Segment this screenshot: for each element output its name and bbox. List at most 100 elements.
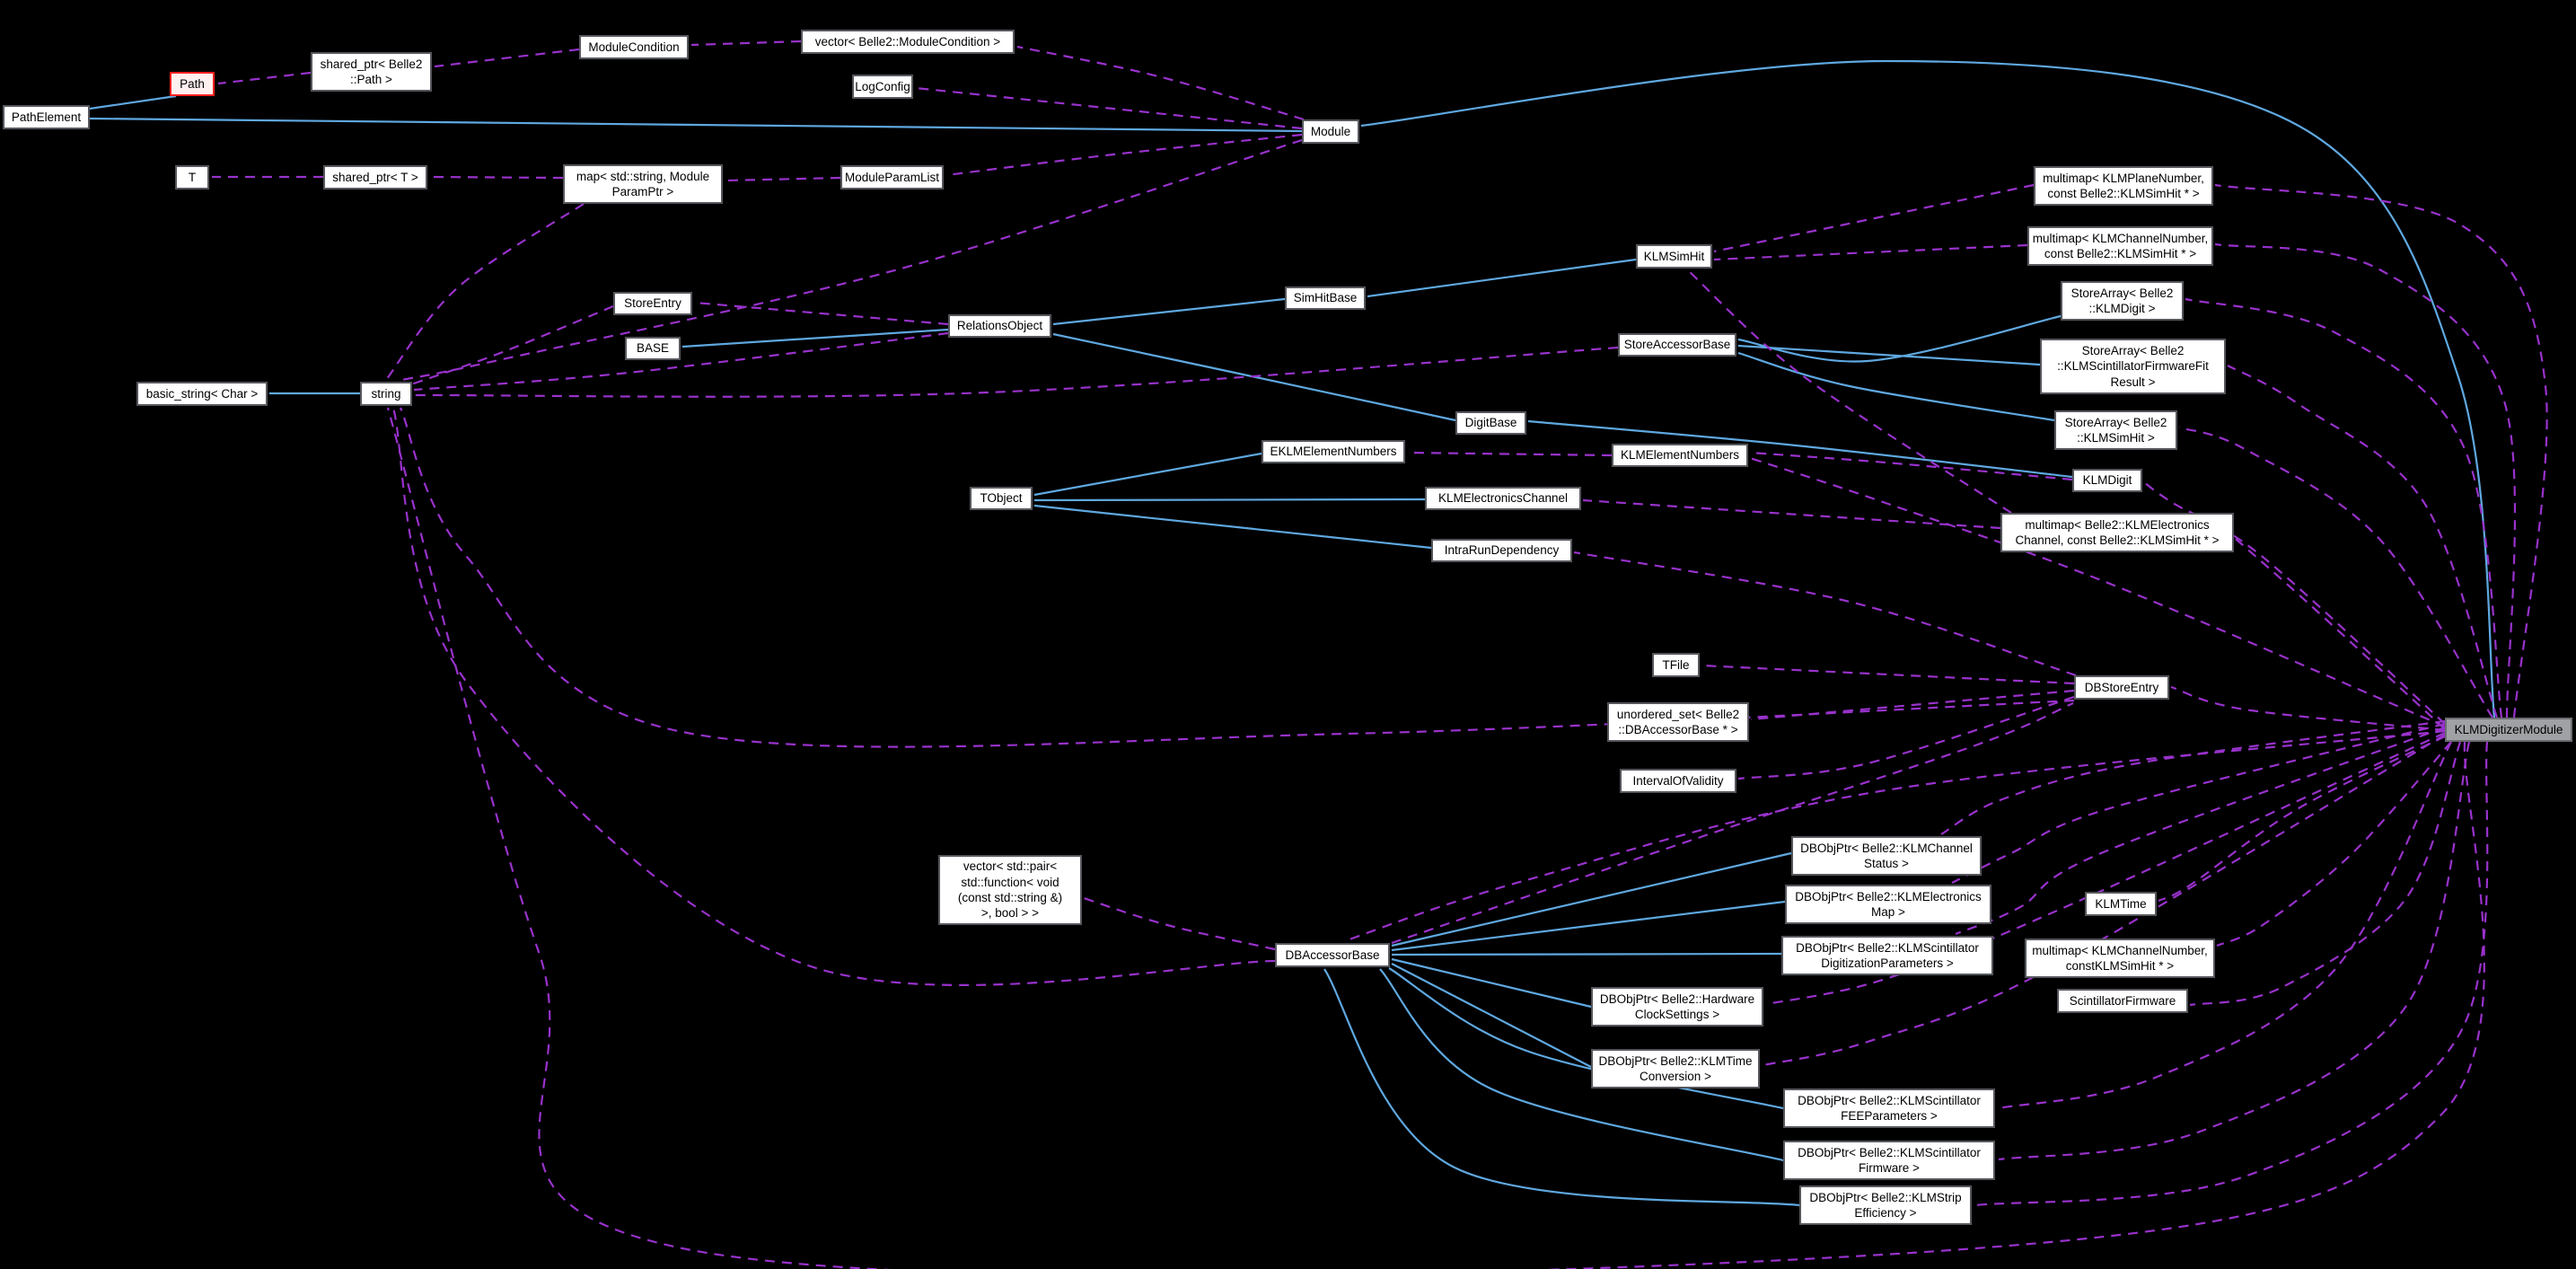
node-label: unordered_set< Belle2 ::DBAccessorBase *…	[1616, 707, 1740, 736]
node-tobject[interactable]: TObject	[970, 487, 1033, 510]
node-digitbase[interactable]: DigitBase	[1455, 411, 1526, 435]
node-storearray-klmdigit[interactable]: StoreArray< Belle2 ::KLMDigit >	[2061, 281, 2184, 321]
node-label: map< std::string, Module ParamPtr >	[576, 169, 710, 198]
node-klmdigit[interactable]: KLMDigit	[2072, 469, 2142, 492]
node-dbstoreentry[interactable]: DBStoreEntry	[2074, 675, 2169, 700]
node-label: KLMDigit	[2082, 473, 2132, 488]
node-dbaccessorbase[interactable]: DBAccessorBase	[1275, 943, 1390, 967]
node-label: KLMElementNumbers	[1620, 448, 1740, 463]
node-label: DBObjPtr< Belle2::KLMScintillator FEEPar…	[1798, 1093, 1981, 1123]
node-label: ModuleParamList	[844, 170, 940, 184]
node-path[interactable]: Path	[170, 72, 215, 96]
node-dbobjptr-klmscintfee[interactable]: DBObjPtr< Belle2::KLMScintillator FEEPar…	[1783, 1088, 1995, 1128]
node-dbobjptr-klmtimeconversion[interactable]: DBObjPtr< Belle2::KLMTime Conversion >	[1591, 1049, 1760, 1088]
node-label: ScintillatorFirmware	[2069, 993, 2176, 1008]
node-dbobjptr-klmscintdigiparams[interactable]: DBObjPtr< Belle2::KLMScintillator Digiti…	[1781, 936, 1993, 975]
node-klmtime[interactable]: KLMTime	[2085, 892, 2157, 916]
node-vector-modulecondition[interactable]: vector< Belle2::ModuleCondition >	[801, 30, 1015, 54]
node-storeaccessorbase[interactable]: StoreAccessorBase	[1618, 333, 1736, 357]
edge-storearray-klmdigit-storeaccessorbase	[1737, 314, 2062, 363]
edge-eklmelementnumbers-tobject	[1033, 452, 1262, 497]
edge-klmdigitizermodule-klmelementnumbers	[1749, 456, 2446, 728]
edge-dbstoreentry-intervalofvalidity	[1737, 695, 2075, 780]
node-intervalofvalidity[interactable]: IntervalOfValidity	[1620, 769, 1736, 793]
node-logconfig[interactable]: LogConfig	[852, 75, 913, 99]
edge-klmdigitizermodule-dbobjptr-klmscintfee	[1998, 741, 2452, 1110]
node-multimap-electronics[interactable]: multimap< Belle2::KLMElectronics Channel…	[2000, 513, 2234, 552]
edge-map-moduleparamptr-string	[385, 203, 585, 381]
edge-klmdigitizermodule-string	[386, 407, 2485, 1269]
edge-klmdigitizermodule-multimap-channel-const	[2216, 741, 2452, 947]
edge-klmdigitizermodule-dbstoreentry	[2170, 685, 2446, 732]
node-base[interactable]: BASE	[625, 337, 681, 360]
node-modulecondition[interactable]: ModuleCondition	[579, 35, 689, 59]
node-sp-t[interactable]: shared_ptr< T >	[323, 165, 427, 189]
edge-klmdigitizermodule-module	[1360, 59, 2496, 718]
node-label: SimHitBase	[1293, 291, 1358, 305]
node-klmelectronicschannel[interactable]: KLMElectronicsChannel	[1425, 487, 1581, 510]
node-dbobjptr-hardwareclock[interactable]: DBObjPtr< Belle2::Hardware ClockSettings…	[1591, 987, 1763, 1027]
node-multimap-channel-const[interactable]: multimap< KLMChannelNumber, constKLMSimH…	[2025, 939, 2215, 978]
edge-klmdigitizermodule-dbobjptr-klmscintfirmware	[1998, 741, 2471, 1161]
node-label: shared_ptr< T >	[332, 170, 418, 184]
node-eklmelementnumbers[interactable]: EKLMElementNumbers	[1262, 440, 1405, 463]
node-label: DBObjPtr< Belle2::KLMScintillator Firmwa…	[1798, 1145, 1981, 1175]
node-multimap-plane[interactable]: multimap< KLMPlaneNumber, const Belle2::…	[2034, 166, 2213, 206]
edge-vector-modulecondition-modulecondition	[690, 40, 802, 47]
node-simhitbase[interactable]: SimHitBase	[1285, 286, 1366, 310]
node-relationsobject[interactable]: RelationsObject	[948, 314, 1051, 338]
node-dbobjptr-klmelectronicsmap[interactable]: DBObjPtr< Belle2::KLMElectronics Map >	[1785, 885, 1991, 924]
node-t[interactable]: T	[175, 165, 209, 189]
node-tfile[interactable]: TFile	[1652, 653, 1700, 677]
node-scintillatorfirmware[interactable]: ScintillatorFirmware	[2057, 989, 2188, 1013]
edge-storearray-firmwarefit-storeaccessorbase	[1737, 344, 2041, 366]
node-dbobjptr-klmscintfirmware[interactable]: DBObjPtr< Belle2::KLMScintillator Firmwa…	[1783, 1141, 1995, 1180]
node-multimap-channel[interactable]: multimap< KLMChannelNumber, const Belle2…	[2027, 226, 2213, 266]
node-vector-pair-function[interactable]: vector< std::pair< std::function< void (…	[938, 855, 1082, 925]
node-intrarundependency[interactable]: IntraRunDependency	[1431, 539, 1572, 562]
edge-module-moduleparamlist	[945, 133, 1303, 177]
node-label: LogConfig	[855, 79, 910, 93]
edge-klmdigit-klmelementnumbers	[1749, 451, 2073, 481]
edge-path-pathelement	[89, 94, 177, 110]
edge-module-vector-modulecondition	[1016, 45, 1305, 121]
edge-klmdigitizermodule-dbobjptr-klmscintdigiparams	[1955, 726, 2446, 936]
edge-klmdigitizermodule-multimap-channel	[2214, 242, 2517, 718]
edge-klmdigitizermodule-storearray-klmdigit	[2185, 297, 2503, 718]
node-klmdigitizermodule[interactable]: KLMDigitizerModule	[2445, 718, 2572, 742]
node-module[interactable]: Module	[1302, 119, 1359, 144]
node-storearray-klmsimhit[interactable]: StoreArray< Belle2 ::KLMSimHit >	[2054, 410, 2177, 450]
node-string[interactable]: string	[360, 382, 412, 406]
edge-klmelectronicschannel-tobject	[1033, 498, 1426, 502]
edge-dbobjptr-hardwareclock-dbaccessorbase	[1391, 957, 1592, 1009]
edge-storeaccessorbase-string	[413, 346, 1619, 398]
node-sp-path[interactable]: shared_ptr< Belle2 ::Path >	[311, 52, 432, 92]
node-moduleparamlist[interactable]: ModuleParamList	[840, 165, 944, 189]
node-label: PathElement	[11, 110, 82, 124]
edge-dbstoreentry-tfile	[1701, 664, 2075, 685]
node-unordered-set[interactable]: unordered_set< Belle2 ::DBAccessorBase *…	[1607, 702, 1749, 742]
edge-relationsobject-storeentry	[694, 301, 949, 326]
node-klmelementnumbers[interactable]: KLMElementNumbers	[1612, 444, 1748, 467]
edge-klmdigitizermodule-multimap-electronics	[2235, 538, 2446, 730]
node-label: StoreArray< Belle2 ::KLMDigit >	[2070, 286, 2174, 315]
node-label: shared_ptr< Belle2 ::Path >	[320, 57, 423, 86]
node-label: KLMSimHit	[1643, 249, 1705, 263]
node-pathelement[interactable]: PathElement	[3, 105, 90, 129]
edge-dbobjptr-klmchannelstatus-dbaccessorbase	[1391, 851, 1792, 947]
node-basic-string[interactable]: basic_string< Char >	[136, 382, 268, 406]
node-dbobjptr-klmstripefficiency[interactable]: DBObjPtr< Belle2::KLMStrip Efficiency >	[1799, 1185, 1972, 1225]
node-label: DigitBase	[1464, 416, 1517, 430]
edge-klmdigitizermodule-dbobjptr-klmtimeconversion	[1763, 734, 2446, 1067]
node-klmsimhit[interactable]: KLMSimHit	[1636, 244, 1712, 269]
node-label: DBObjPtr< Belle2::KLMElectronics Map >	[1795, 889, 1982, 919]
node-label: multimap< Belle2::KLMElectronics Channel…	[2015, 517, 2220, 547]
node-storearray-firmwarefit[interactable]: StoreArray< Belle2 ::KLMScintillatorFirm…	[2040, 339, 2226, 394]
edge-klmelementnumbers-eklmelementnumbers	[1406, 451, 1613, 457]
node-dbobjptr-klmchannelstatus[interactable]: DBObjPtr< Belle2::KLMChannel Status >	[1791, 836, 1982, 876]
node-label: StoreAccessorBase	[1623, 338, 1731, 352]
node-map-moduleparamptr[interactable]: map< std::string, Module ParamPtr >	[563, 164, 723, 204]
node-storeentry[interactable]: StoreEntry	[613, 292, 692, 315]
